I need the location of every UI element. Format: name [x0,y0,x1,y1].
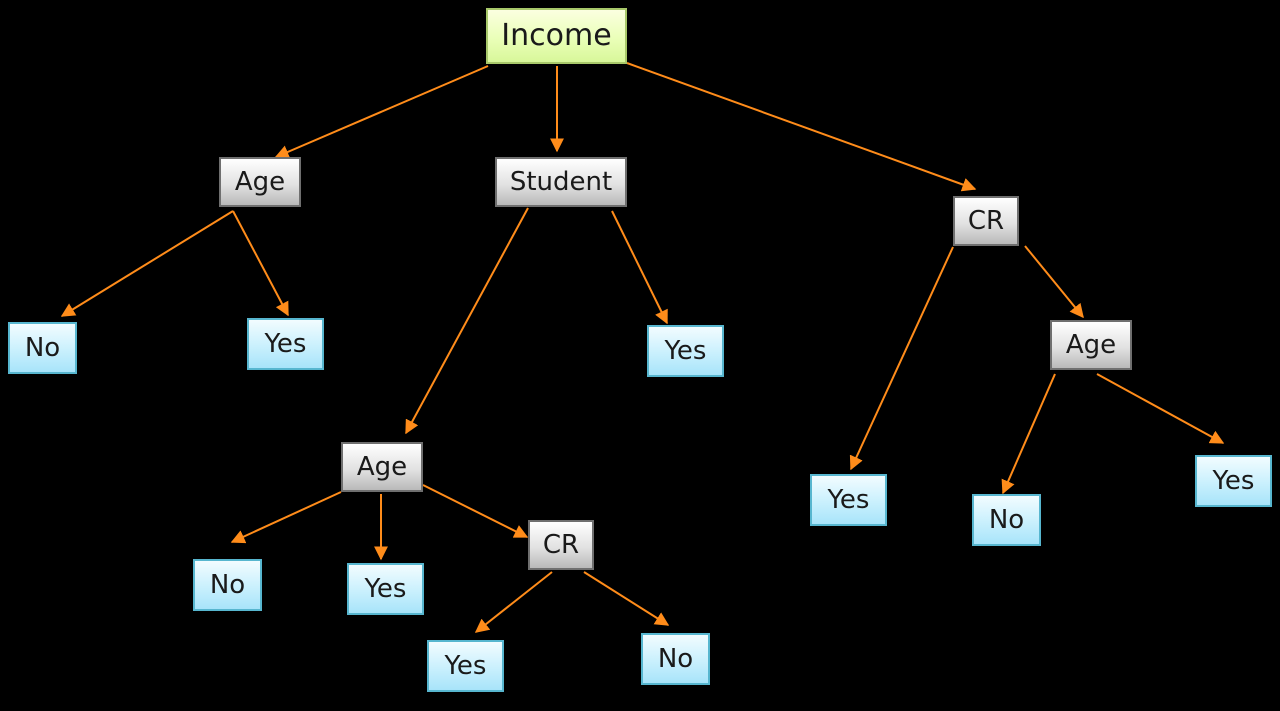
node-age-2: Age [1050,320,1132,370]
node-age-1: Age [219,157,301,207]
leaf-yes-2: Yes [647,325,724,377]
leaf-yes-6: Yes [1195,455,1272,507]
edge-age-1-to-no-1 [60,210,234,317]
edge-cr-1-to-age-3 [1024,245,1084,319]
node-cr-1: CR [953,196,1019,246]
node-student: Student [495,157,627,207]
edge-cr-1-to-yes-3 [849,246,954,471]
edge-income-to-cr-1 [626,62,977,192]
edge-income-to-age-1 [274,65,489,159]
edge-student-to-age-2 [405,207,529,435]
leaf-no-2: No [193,559,262,611]
edge-cr-2-to-no-3 [583,571,670,626]
leaf-yes-5: Yes [427,640,504,692]
edge-age-3-to-yes-6 [1096,373,1225,444]
node-cr-2: CR [528,520,594,570]
node-age-3: Age [341,442,423,492]
edge-student-to-yes-2 [611,210,668,325]
edge-age-2-to-no-2 [230,491,342,544]
leaf-yes-3: Yes [810,474,887,526]
edge-age-3-to-no-4 [1001,373,1056,495]
leaf-no-3: No [641,633,710,685]
edge-age-1-to-yes-1 [232,210,289,317]
leaf-no-1: No [8,322,77,374]
node-income: Income [486,8,627,64]
leaf-yes-1: Yes [247,318,324,370]
edge-age-2-to-cr-2 [422,484,529,538]
leaf-yes-4: Yes [347,563,424,615]
edge-cr-2-to-yes-5 [474,571,553,633]
leaf-no-4: No [972,494,1041,546]
